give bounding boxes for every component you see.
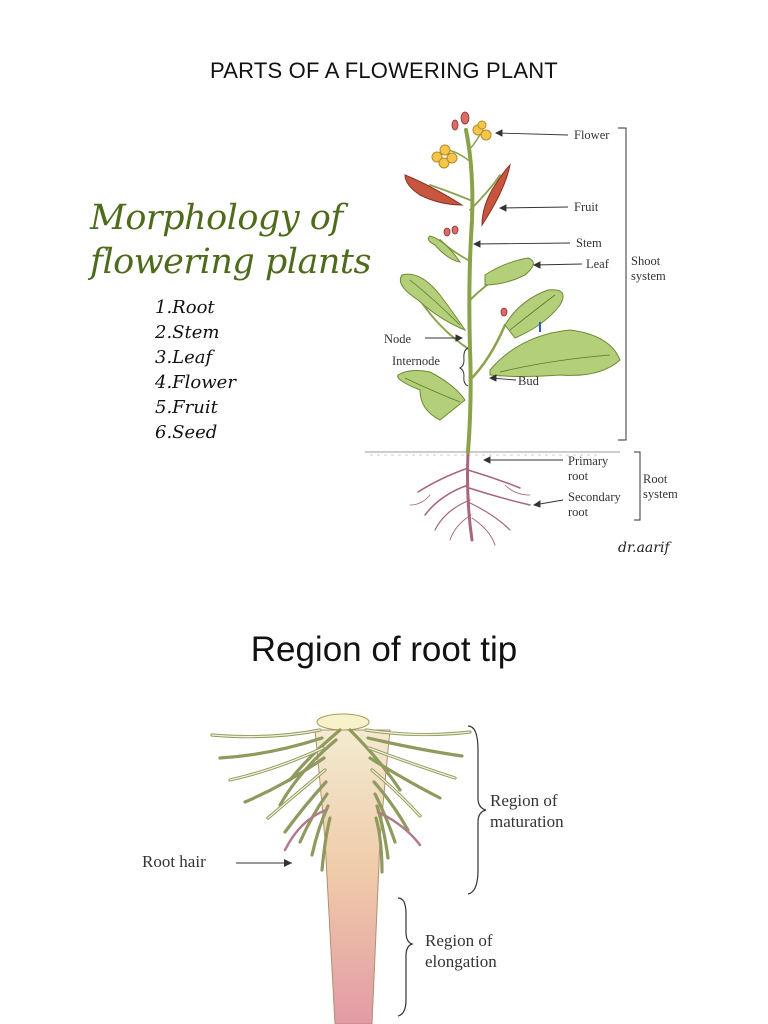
label-region-elongation: Region of elongation	[425, 931, 497, 971]
list-item: 4.Flower	[155, 372, 236, 393]
list-item: 6.Seed	[155, 422, 218, 443]
list-item: 5.Fruit	[155, 397, 218, 418]
label-stem: Stem	[576, 236, 602, 250]
flowers	[431, 120, 492, 169]
label-bud: Bud	[518, 374, 539, 388]
label-leaf: Leaf	[586, 257, 609, 271]
label-primary-root: Primary root	[568, 454, 609, 483]
roots	[409, 450, 531, 546]
list-item: 2.Stem	[155, 322, 220, 343]
slide-title: PARTS OF A FLOWERING PLANT	[210, 58, 558, 83]
root-tip-illustration	[210, 713, 487, 1024]
label-region-maturation: Region of maturation	[490, 791, 564, 831]
fruits	[404, 163, 511, 227]
slide-flowering-plant: PARTS OF A FLOWERING PLANT Morphology of…	[90, 58, 678, 556]
label-root-hair: Root hair	[142, 852, 206, 871]
slide-title: Region of root tip	[250, 630, 518, 669]
heading-line-1: Morphology of	[90, 198, 343, 238]
signature: dr.aarif	[618, 540, 670, 556]
plant-illustration	[365, 111, 641, 546]
morphology-heading: Morphology of flowering plants	[90, 196, 420, 284]
label-shoot-system: Shoot system	[631, 254, 666, 283]
label-node: Node	[384, 332, 412, 346]
label-internode: Internode	[392, 354, 440, 368]
parts-list: 1.Root 2.Stem 3.Leaf 4.Flower 5.Fruit 6.…	[155, 295, 236, 445]
label-flower: Flower	[574, 128, 610, 142]
list-item: 3.Leaf	[155, 347, 213, 368]
label-fruit: Fruit	[574, 200, 599, 214]
slide-root-tip: Region of root tip	[0, 580, 768, 1024]
list-item: 1.Root	[155, 297, 215, 318]
label-secondary-root: Secondary root	[568, 490, 621, 519]
heading-line-2: flowering plants	[90, 242, 371, 282]
label-root-system: Root system	[643, 472, 678, 501]
